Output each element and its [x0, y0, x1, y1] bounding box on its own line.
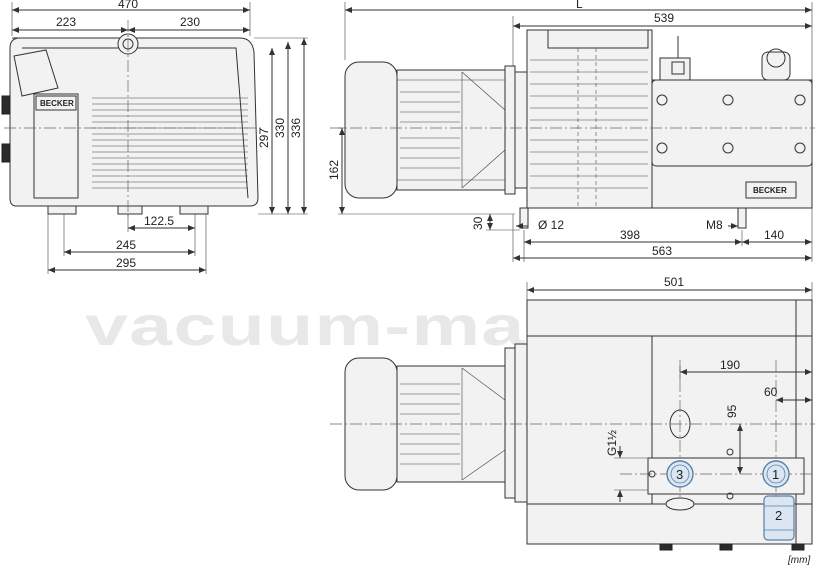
- dim-245: 245: [116, 238, 136, 252]
- side-brand-logo: BECKER: [753, 186, 787, 195]
- svg-text:3: 3: [676, 467, 683, 482]
- balloon-2: 2: [775, 508, 782, 523]
- dim-336: 336: [289, 118, 303, 138]
- unit-label: [mm]: [787, 555, 810, 566]
- front-view: BECKER: [1, 0, 308, 274]
- top-motor-fins: [400, 383, 460, 465]
- side-motor-fins: [400, 91, 460, 169]
- front-brand-logo: BECKER: [40, 99, 74, 108]
- balloon-1: 1: [762, 460, 790, 488]
- dim-501: 501: [664, 275, 684, 289]
- front-cooling-fins: [92, 97, 248, 189]
- dim-hole: Ø 12: [538, 218, 564, 232]
- dim-95: 95: [725, 404, 739, 418]
- dim-230: 230: [180, 15, 200, 29]
- dim-330: 330: [273, 118, 287, 138]
- dim-30: 30: [471, 216, 485, 230]
- dim-140: 140: [764, 228, 784, 242]
- dim-122-5: 122.5: [144, 214, 174, 228]
- dim-297: 297: [257, 128, 271, 148]
- dim-L: L: [576, 0, 583, 11]
- side-view: BECKER L 539 162 30 Ø 12 M8 398 140 563: [327, 0, 815, 262]
- svg-text:2: 2: [775, 508, 782, 523]
- dim-60: 60: [764, 385, 778, 399]
- balloon-3: 3: [666, 460, 694, 488]
- top-view: 3 1 2 501 190 60 95 G1½: [330, 275, 815, 551]
- dim-190: 190: [720, 358, 740, 372]
- dim-port-thread: G1½: [605, 430, 619, 456]
- dim-thread: M8: [706, 218, 723, 232]
- dim-470: 470: [118, 0, 138, 11]
- dim-295: 295: [116, 256, 136, 270]
- side-pump-fins: [530, 59, 648, 189]
- dim-398: 398: [620, 228, 640, 242]
- side-head-bolts: [656, 94, 806, 154]
- dim-563: 563: [652, 244, 672, 258]
- dim-539: 539: [654, 11, 674, 25]
- dim-162: 162: [327, 160, 341, 180]
- port-2-body: [763, 495, 795, 541]
- dim-223: 223: [56, 15, 76, 29]
- svg-text:1: 1: [772, 467, 779, 482]
